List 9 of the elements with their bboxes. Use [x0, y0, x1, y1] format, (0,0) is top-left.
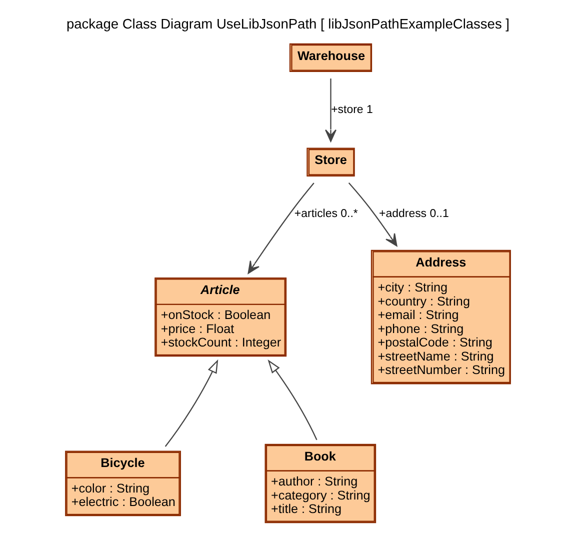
edge-label: +store 1: [331, 104, 373, 116]
arrow: [164, 359, 218, 447]
arrow: [348, 182, 398, 246]
edge-label: +articles 0..*: [294, 208, 358, 220]
arrow: [248, 182, 314, 274]
arrow: [268, 360, 318, 440]
diagram-title: package Class Diagram UseLibJsonPath [ libJsonPathExampleClasses ]: [66, 16, 510, 32]
arrow: [325, 78, 336, 142]
edge-label: +address 0..1: [379, 208, 449, 220]
